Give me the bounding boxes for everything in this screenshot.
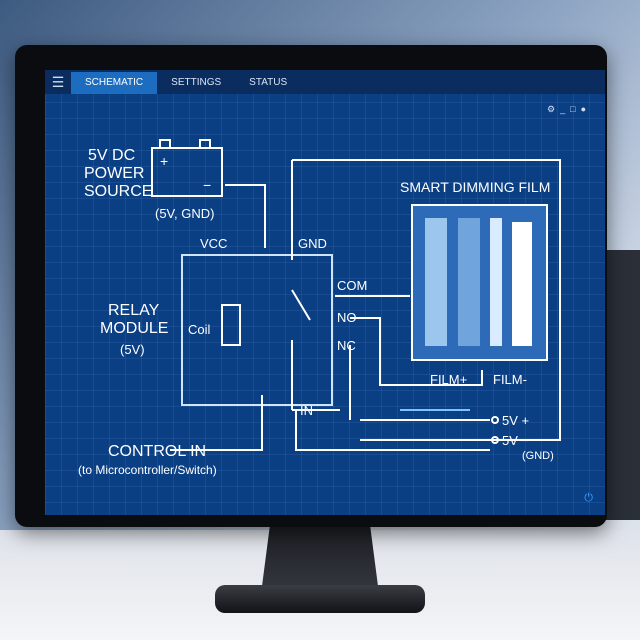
coil-label: Coil [188,322,211,337]
film-layer [425,218,447,346]
no-label: NO [337,310,357,325]
wire-in [295,410,490,451]
gnd-label: GND [298,236,327,251]
relay-wires [291,160,490,421]
film-minus-label: FILM- [493,372,527,387]
control-sub: (to Microcontroller/Switch) [78,463,217,477]
battery-terminal [199,139,211,149]
nc-label: NC [337,338,356,353]
control-label: CONTROL IN [108,443,206,460]
wire-control [170,395,263,451]
hamburger-menu-icon[interactable]: ☰ [51,74,65,90]
film-layer [458,218,480,346]
film-layer [512,222,532,346]
power-source-label-2: POWER [84,165,144,182]
power-source-label-3: SOURCE [84,183,152,200]
tab-bar: ☰ SCHEMATIC SETTINGS STATUS [45,70,605,94]
coil-symbol [221,304,241,346]
minimize-icon[interactable]: _ [560,104,571,114]
film-layer [490,218,502,346]
power-icon[interactable]: ⏻ [584,492,593,504]
window-controls: ⚙_□● [547,104,591,115]
battery-symbol [151,147,223,197]
terminal-5v-plus[interactable] [491,416,499,424]
wire-no-nc [349,317,483,420]
close-icon[interactable]: ● [580,104,591,114]
in-label: IN [300,403,313,418]
battery-plus: + [160,153,168,169]
tab-schematic[interactable]: SCHEMATIC [71,72,158,94]
relay-label-1: RELAY [108,302,160,319]
monitor-stand [261,520,379,590]
wire-vcc [225,184,266,248]
output-5v-minus: 5V − [502,433,529,448]
output-5v-plus: 5V + [502,413,529,428]
tab-status[interactable]: STATUS [249,77,288,88]
relay-module-box [181,254,333,406]
monitor-base [215,585,425,613]
power-source-sub: (5V, GND) [155,206,214,221]
film-title: SMART DIMMING FILM [400,179,550,195]
terminal-5v-minus[interactable] [491,436,499,444]
film-plus-label: FILM+ [430,372,467,387]
output-gnd: (GND) [522,450,554,462]
gear-icon[interactable]: ⚙ [547,104,561,114]
battery-terminal [159,139,171,149]
wire-gnd [292,159,561,441]
relay-sub: (5V) [120,342,145,357]
maximize-icon[interactable]: □ [570,104,581,114]
tab-settings[interactable]: SETTINGS [171,77,222,88]
com-label: COM [337,278,367,293]
relay-label-2: MODULE [100,320,168,337]
vcc-label: VCC [200,236,227,251]
power-source-label-1: 5V DC [88,147,135,164]
battery-minus: − [203,177,211,193]
